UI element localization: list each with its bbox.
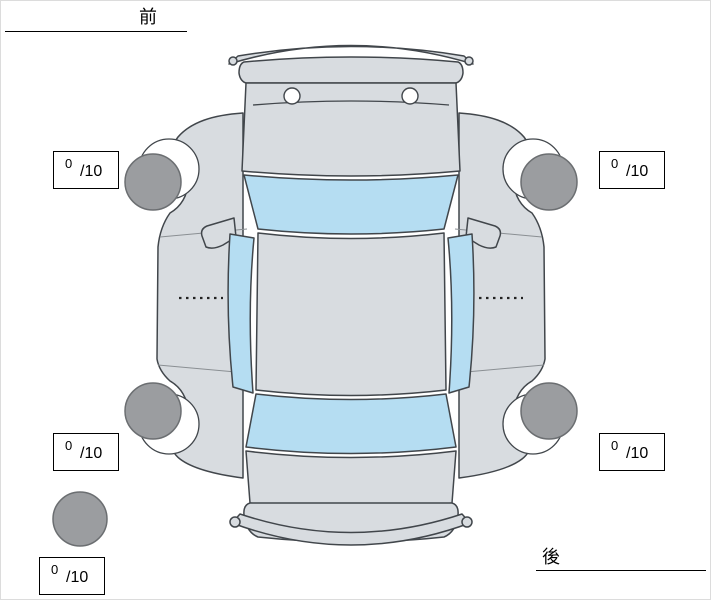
hood-washer-left — [283, 87, 301, 105]
spare-tire — [52, 491, 108, 547]
rear-label: 後 — [542, 547, 560, 567]
score-box-rear-right[interactable]: 0 /10 — [599, 433, 665, 471]
windshield — [243, 174, 459, 235]
score-denominator: /10 — [626, 445, 649, 462]
score-value: 0 — [611, 156, 619, 171]
right-mirror — [465, 217, 502, 249]
score-box-front-left[interactable]: 0 /10 — [53, 151, 119, 189]
tire-rear-right — [520, 382, 578, 440]
hood-washer-right — [401, 87, 419, 105]
score-box-front-right[interactable]: 0 /10 — [599, 151, 665, 189]
right-side-window — [447, 233, 475, 394]
score-value: 0 — [51, 562, 59, 577]
rear-spoiler-end-left — [229, 516, 241, 528]
score-denominator: /10 — [80, 445, 103, 462]
score-value: 0 — [65, 156, 73, 171]
score-value: 0 — [65, 438, 73, 453]
rear-window — [245, 393, 457, 455]
front-label: 前 — [139, 7, 157, 27]
front-spoiler-end-left — [228, 56, 238, 66]
hood — [241, 82, 461, 177]
hood-crease — [252, 100, 450, 106]
front-spoiler-end-right — [464, 56, 474, 66]
score-box-rear-left[interactable]: 0 /10 — [53, 433, 119, 471]
front-underline — [5, 31, 187, 32]
trunk — [245, 450, 457, 509]
score-value: 0 — [611, 438, 619, 453]
left-side-window — [227, 233, 255, 394]
rear-spoiler — [231, 513, 471, 546]
score-denominator: /10 — [626, 163, 649, 180]
tire-front-left — [124, 153, 182, 211]
front-spoiler — [228, 44, 474, 65]
tire-rear-left — [124, 382, 182, 440]
score-denominator: /10 — [80, 163, 103, 180]
score-denominator: /10 — [66, 569, 89, 586]
front-bumper — [238, 56, 464, 84]
rear-spoiler-end-right — [461, 516, 473, 528]
left-mirror — [200, 217, 237, 249]
tire-front-right — [520, 153, 578, 211]
score-box-spare[interactable]: 0 /10 — [39, 557, 105, 595]
rear-underline — [536, 570, 706, 571]
roof — [255, 232, 447, 397]
